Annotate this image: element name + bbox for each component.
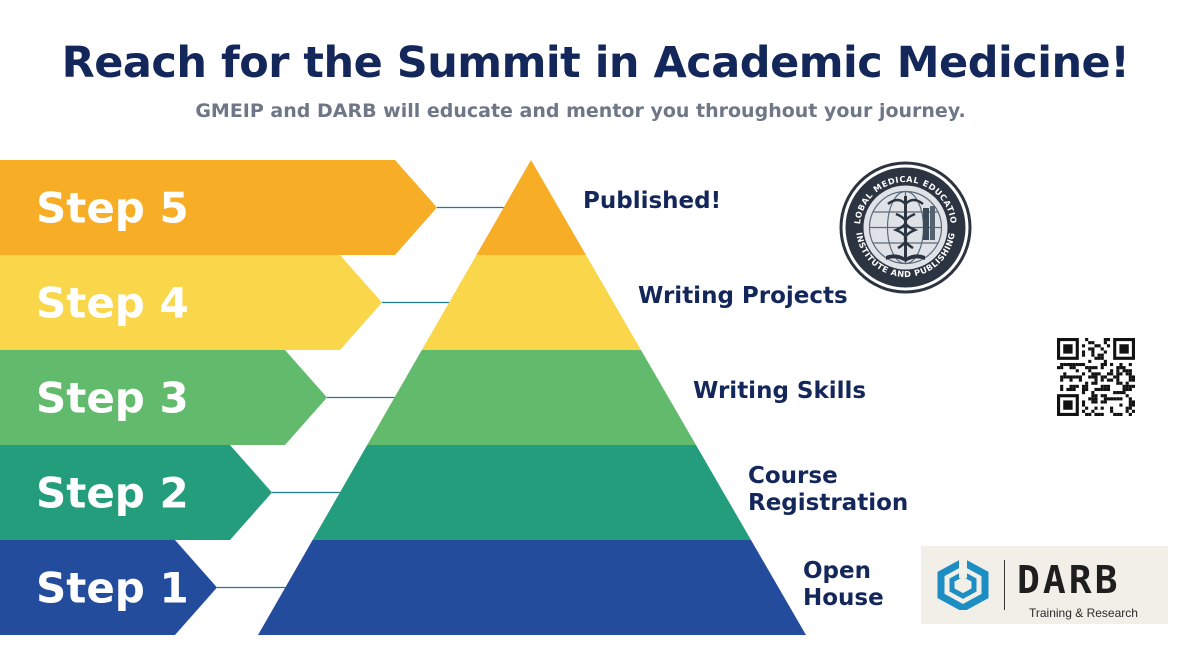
level-label-1: Open: [803, 558, 871, 584]
darb-tagline: Training & Research: [1029, 606, 1138, 620]
darb-name: DARB: [1017, 558, 1121, 602]
pyramid-level-5: [476, 160, 586, 255]
level-label-5: Published!: [583, 188, 721, 214]
pyramid-level-1: [258, 540, 806, 635]
level-label-2: Registration: [748, 490, 908, 516]
step-arrow-5: [0, 160, 437, 255]
darb-divider: [1004, 560, 1005, 610]
level-label-3: Writing Skills: [693, 378, 866, 404]
step-label-2: Step 2: [36, 469, 189, 518]
page-title: Reach for the Summit in Academic Medicin…: [61, 38, 1130, 88]
page-subtitle: GMEIP and DARB will educate and mentor y…: [195, 100, 966, 122]
level-label-2: Course: [748, 463, 838, 489]
step-label-3: Step 3: [36, 374, 189, 423]
pyramid-level-2: [312, 445, 751, 540]
step-arrow-1: [0, 540, 217, 635]
step-arrow-4: [0, 255, 382, 350]
gmeip-seal-icon: GLOBAL MEDICAL EDUCATION INSTITUTE AND P…: [838, 160, 972, 294]
step-label-4: Step 4: [36, 279, 189, 328]
step-label-5: Step 5: [36, 184, 189, 233]
step-arrow-2: [0, 445, 272, 540]
pyramid-level-4: [421, 255, 641, 350]
level-label-4: Writing Projects: [638, 283, 848, 309]
step-label-1: Step 1: [36, 564, 189, 613]
pyramid-level-3: [367, 350, 696, 445]
level-label-1: House: [803, 585, 884, 611]
qr-code-icon[interactable]: [1057, 338, 1135, 416]
darb-hexagon-logo-icon: [937, 560, 989, 610]
darb-logo: DARB Training & Research: [921, 546, 1168, 624]
step-arrow-3: [0, 350, 327, 445]
